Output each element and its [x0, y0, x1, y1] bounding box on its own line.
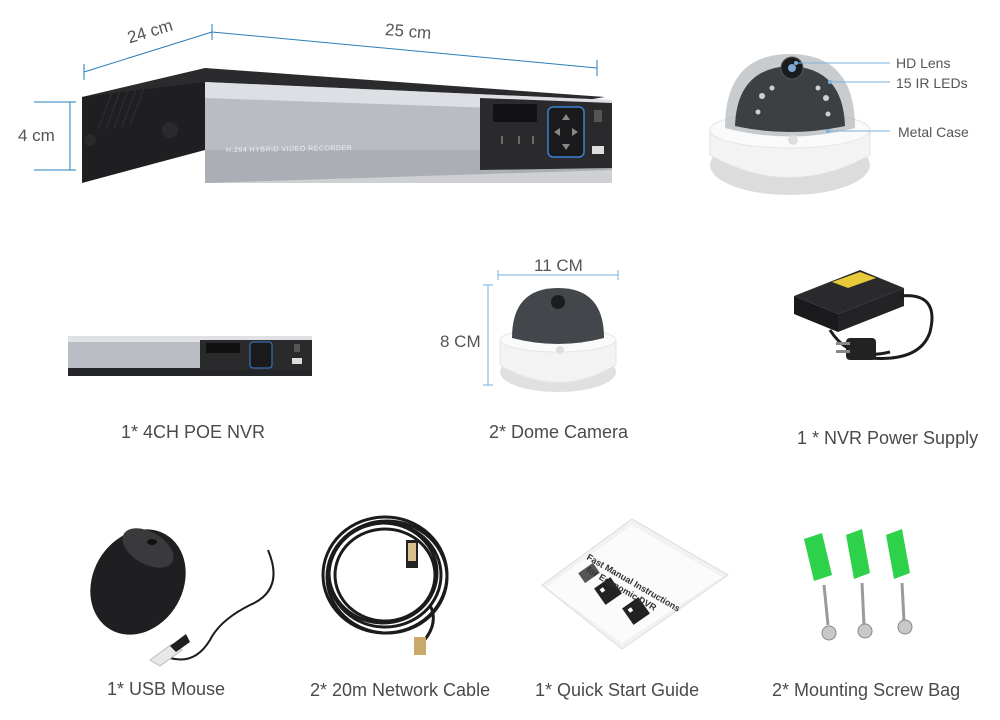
usb-mouse-illustration: [90, 528, 275, 667]
dome-camera-small: [483, 270, 619, 392]
dimension-width-label: 25 cm: [384, 20, 433, 43]
item-label-dome-camera: 2* Dome Camera: [489, 422, 629, 442]
item-label-network-cable: 2* 20m Network Cable: [310, 680, 491, 700]
quick-start-guide-illustration: [541, 518, 729, 650]
nvr-large-illustration: [34, 24, 612, 183]
item-label-screw-bag: 2* Mounting Screw Bag: [772, 680, 961, 700]
item-label-power-supply: 1 * NVR Power Supply: [797, 428, 979, 448]
network-cable-illustration: [321, 515, 449, 655]
screw-bag-illustration: [804, 529, 913, 641]
callout-metal-case: Metal Case: [898, 124, 969, 140]
power-supply-illustration: [794, 270, 934, 360]
dimension-cam-width-label: 11 CM: [534, 256, 583, 275]
dome-camera-large: [709, 54, 890, 195]
nvr-small-illustration: [68, 336, 312, 376]
callout-ir-leds: 15 IR LEDs: [896, 75, 968, 91]
item-label-quick-start-guide: 1* Quick Start Guide: [535, 680, 700, 700]
dimension-cam-height-label: 8 CM: [440, 332, 481, 351]
item-label-nvr: 1* 4CH POE NVR: [121, 422, 266, 442]
dimension-height-label: 4 cm: [18, 126, 55, 145]
item-label-usb-mouse: 1* USB Mouse: [107, 679, 226, 699]
callout-hd-lens: HD Lens: [896, 55, 951, 71]
